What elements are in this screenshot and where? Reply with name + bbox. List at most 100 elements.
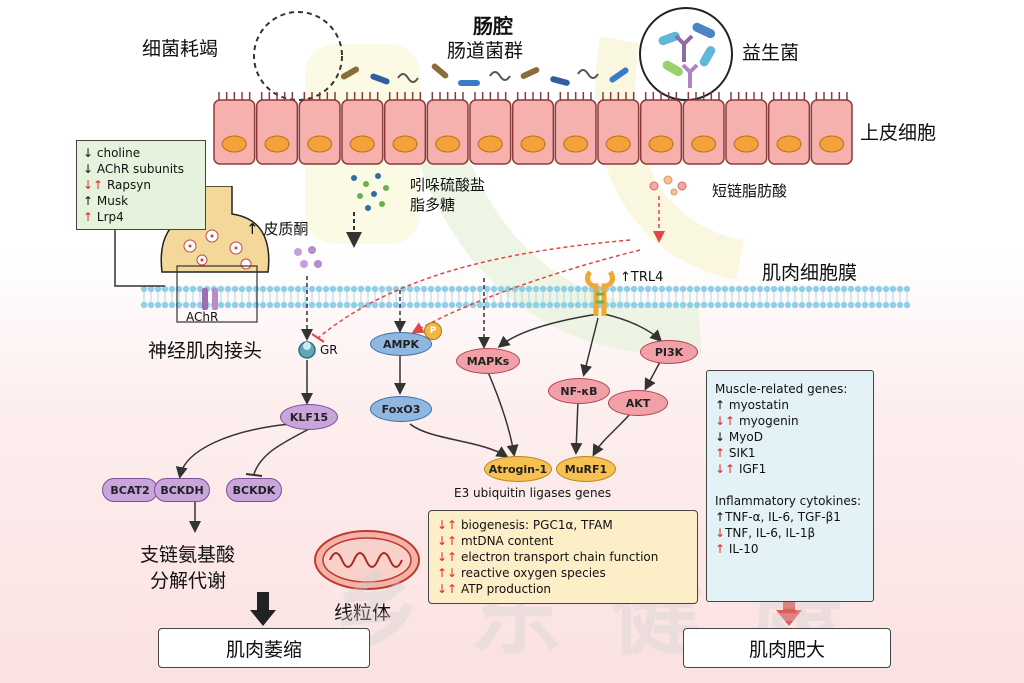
- epithelial-cell: [682, 92, 725, 165]
- membrane-bead: [504, 285, 512, 293]
- membrane-bead: [686, 301, 694, 309]
- membrane-bead: [574, 301, 582, 309]
- membrane-bead: [420, 301, 428, 309]
- membrane-bead: [567, 301, 575, 309]
- membrane-bead: [266, 285, 274, 293]
- membrane-bead: [371, 285, 379, 293]
- membrane-bead: [756, 285, 764, 293]
- membrane-bead: [546, 285, 554, 293]
- membrane-bead: [189, 285, 197, 293]
- membrane-bead: [476, 301, 484, 309]
- membrane-bead: [518, 285, 526, 293]
- node-bcat2: BCAT2: [102, 478, 158, 502]
- membrane-bead: [231, 301, 239, 309]
- membrane-bead: [553, 285, 561, 293]
- probiotics-circle: [639, 7, 733, 101]
- membrane-bead: [217, 285, 225, 293]
- achr-label: AChR: [186, 310, 219, 324]
- membrane-bead: [483, 301, 491, 309]
- mito-item-biogenesis: ↓↑ biogenesis: PGC1α, TFAM: [437, 518, 613, 532]
- membrane-bead: [280, 285, 288, 293]
- membrane-bead: [896, 301, 904, 309]
- membrane-bead: [896, 285, 904, 293]
- epithelial-cell: [767, 92, 811, 165]
- membrane-bead: [791, 301, 799, 309]
- indoxyl-sulfate-label: 吲哚硫酸盐: [410, 176, 486, 194]
- membrane-bead: [840, 301, 848, 309]
- membrane-bead: [343, 285, 351, 293]
- membrane-bead: [483, 285, 491, 293]
- membrane-bead: [840, 285, 848, 293]
- membrane-bead: [182, 285, 190, 293]
- membrane-bead: [420, 285, 428, 293]
- membrane-bead: [245, 301, 253, 309]
- membrane-bead: [854, 285, 862, 293]
- membrane-bead: [826, 301, 834, 309]
- membrane-bead: [791, 285, 799, 293]
- membrane-bead: [476, 285, 484, 293]
- membrane-bead: [336, 285, 344, 293]
- membrane-bead: [168, 285, 176, 293]
- membrane-bead: [224, 285, 232, 293]
- membrane-bead: [168, 301, 176, 309]
- membrane-bead: [847, 301, 855, 309]
- node-foxo3: FoxO3: [370, 396, 432, 422]
- membrane-bead: [406, 301, 414, 309]
- epithelial-cell: [213, 92, 256, 165]
- mito-item-atp: ↓↑ ATP production: [437, 582, 552, 596]
- membrane-bead: [413, 301, 421, 309]
- node-murf1: MuRF1: [556, 456, 616, 482]
- epithelium-layer: [213, 92, 853, 165]
- gut-flora-label: 肠道菌群: [447, 40, 524, 62]
- mito-item-etc: ↓↑ electron transport chain function: [437, 550, 659, 564]
- membrane-bead: [903, 301, 910, 309]
- bacteria-depletion-label: 细菌耗竭: [142, 38, 219, 60]
- membrane-bead: [861, 285, 869, 293]
- membrane-bead: [672, 285, 680, 293]
- membrane-bead: [581, 285, 589, 293]
- membrane-bead: [469, 301, 477, 309]
- membrane-bead: [441, 301, 449, 309]
- epithelial-cell: [383, 92, 427, 165]
- membrane-bead: [798, 285, 806, 293]
- gene-myostatin: ↑ myostatin: [715, 398, 789, 412]
- gr-label: GR: [320, 343, 338, 357]
- membrane-bead: [532, 301, 540, 309]
- membrane-bead: [672, 301, 680, 309]
- membrane-bead: [252, 301, 260, 309]
- membrane-bead: [581, 301, 589, 309]
- membrane-bead: [637, 285, 645, 293]
- gene-myod: ↓ MyoD: [715, 430, 763, 444]
- membrane-bead: [903, 285, 910, 293]
- membrane-bead: [434, 301, 442, 309]
- membrane-bead: [287, 285, 295, 293]
- epithelial-cell: [597, 92, 640, 165]
- membrane-bead: [140, 285, 148, 293]
- membrane-bead: [259, 285, 267, 293]
- cytokines-title: Inflammatory cytokines:: [715, 494, 861, 508]
- corticosterone-label: ↑ 皮质酮: [246, 220, 309, 238]
- membrane-bead: [406, 285, 414, 293]
- membrane-bead: [707, 285, 715, 293]
- membrane-bead: [399, 301, 407, 309]
- membrane-bead: [385, 301, 393, 309]
- membrane-bead: [308, 285, 316, 293]
- membrane-bead: [833, 285, 841, 293]
- membrane-bead: [574, 285, 582, 293]
- membrane-bead: [350, 301, 358, 309]
- membrane-bead: [196, 285, 204, 293]
- membrane-bead: [728, 301, 736, 309]
- membrane-bead: [357, 301, 365, 309]
- membrane-bead: [525, 285, 533, 293]
- bcaa-label-1: 支链氨基酸: [140, 544, 236, 566]
- cytokine-down: ↓TNF, IL-6, IL-1β: [715, 526, 816, 540]
- membrane-bead: [427, 301, 435, 309]
- membrane-bead: [714, 301, 722, 309]
- membrane-bead: [560, 301, 568, 309]
- membrane-bead: [329, 301, 337, 309]
- membrane-bead: [266, 301, 274, 309]
- membrane-bead: [749, 285, 757, 293]
- membrane-bead: [784, 301, 792, 309]
- membrane-bead: [252, 285, 260, 293]
